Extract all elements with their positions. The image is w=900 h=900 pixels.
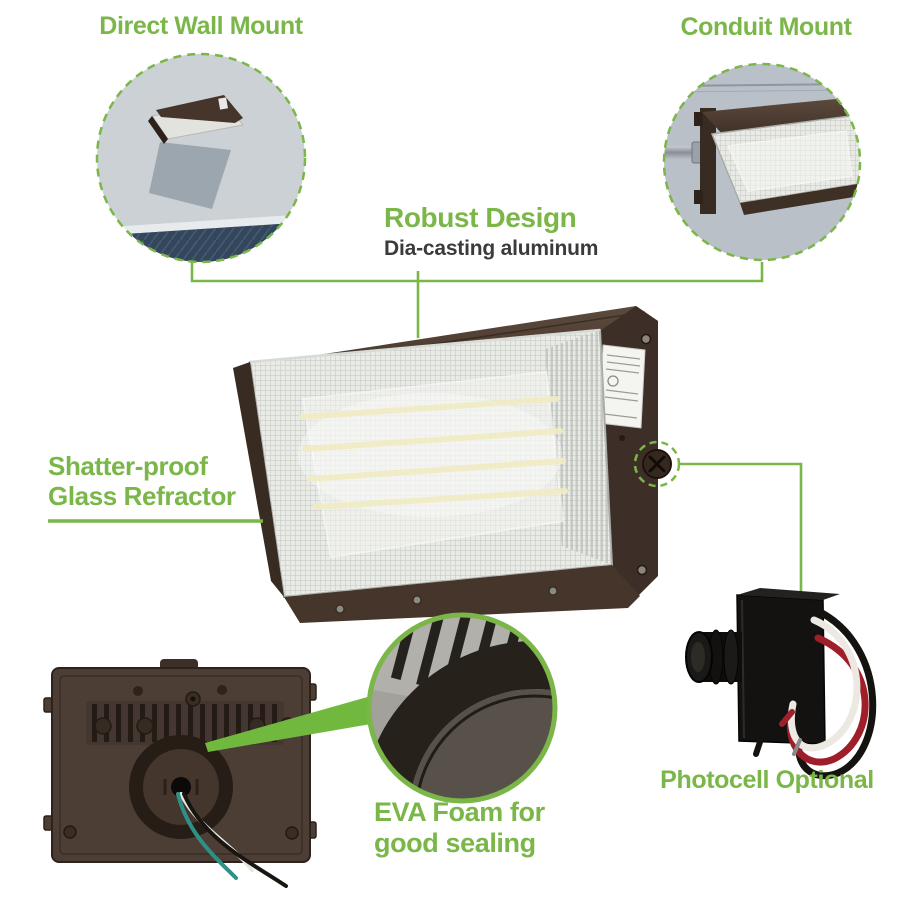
conduit-mount-label: Conduit Mount (680, 13, 852, 41)
vent-slots (86, 701, 297, 745)
fixture-bottom-skirt (284, 565, 640, 623)
photocell-photo (685, 588, 877, 780)
spec-label (598, 344, 646, 429)
led-strips (299, 396, 568, 510)
robust-design-subtitle: Dia-casting aluminum (384, 237, 599, 260)
mini-wallpack-right (694, 98, 860, 215)
photocell-sensor (685, 629, 742, 685)
backplate-wires (176, 792, 288, 888)
eva-foam-line2: good sealing (374, 828, 536, 859)
dashed-circle-border (95, 52, 307, 264)
mini-wallpack-left (148, 95, 244, 144)
main-fixture-photo (233, 306, 681, 623)
wall-shadow (149, 142, 231, 209)
eva-pointer-wedge (205, 696, 371, 752)
direct-wall-mount-photo (95, 52, 307, 264)
photocell-wires (753, 608, 877, 780)
zoom-circle-border (366, 612, 558, 804)
dashed-circle-border (662, 62, 862, 262)
shatterproof-line2: Glass Refractor (48, 481, 236, 512)
conduit-mount-photo (662, 62, 862, 262)
eva-foam-line1: EVA Foam for (374, 797, 545, 827)
direct-wall-mount-label: Direct Wall Mount (99, 12, 303, 40)
zoomed-foam-ring (371, 641, 553, 799)
shatterproof-label: Shatter-proof Glass Refractor (48, 451, 236, 511)
photocell-connector-line (679, 462, 803, 595)
shatterproof-line1: Shatter-proof (48, 451, 208, 481)
robust-design-title: Robust Design (384, 202, 577, 233)
backplate-photo (43, 659, 317, 888)
photocell-label: Photocell Optional (660, 766, 874, 794)
bracket-connector-lines (190, 262, 764, 338)
glass-refractor (248, 328, 614, 599)
eva-foam-label: EVA Foam for good sealing (374, 797, 545, 860)
foam-gasket-ring (129, 735, 233, 839)
